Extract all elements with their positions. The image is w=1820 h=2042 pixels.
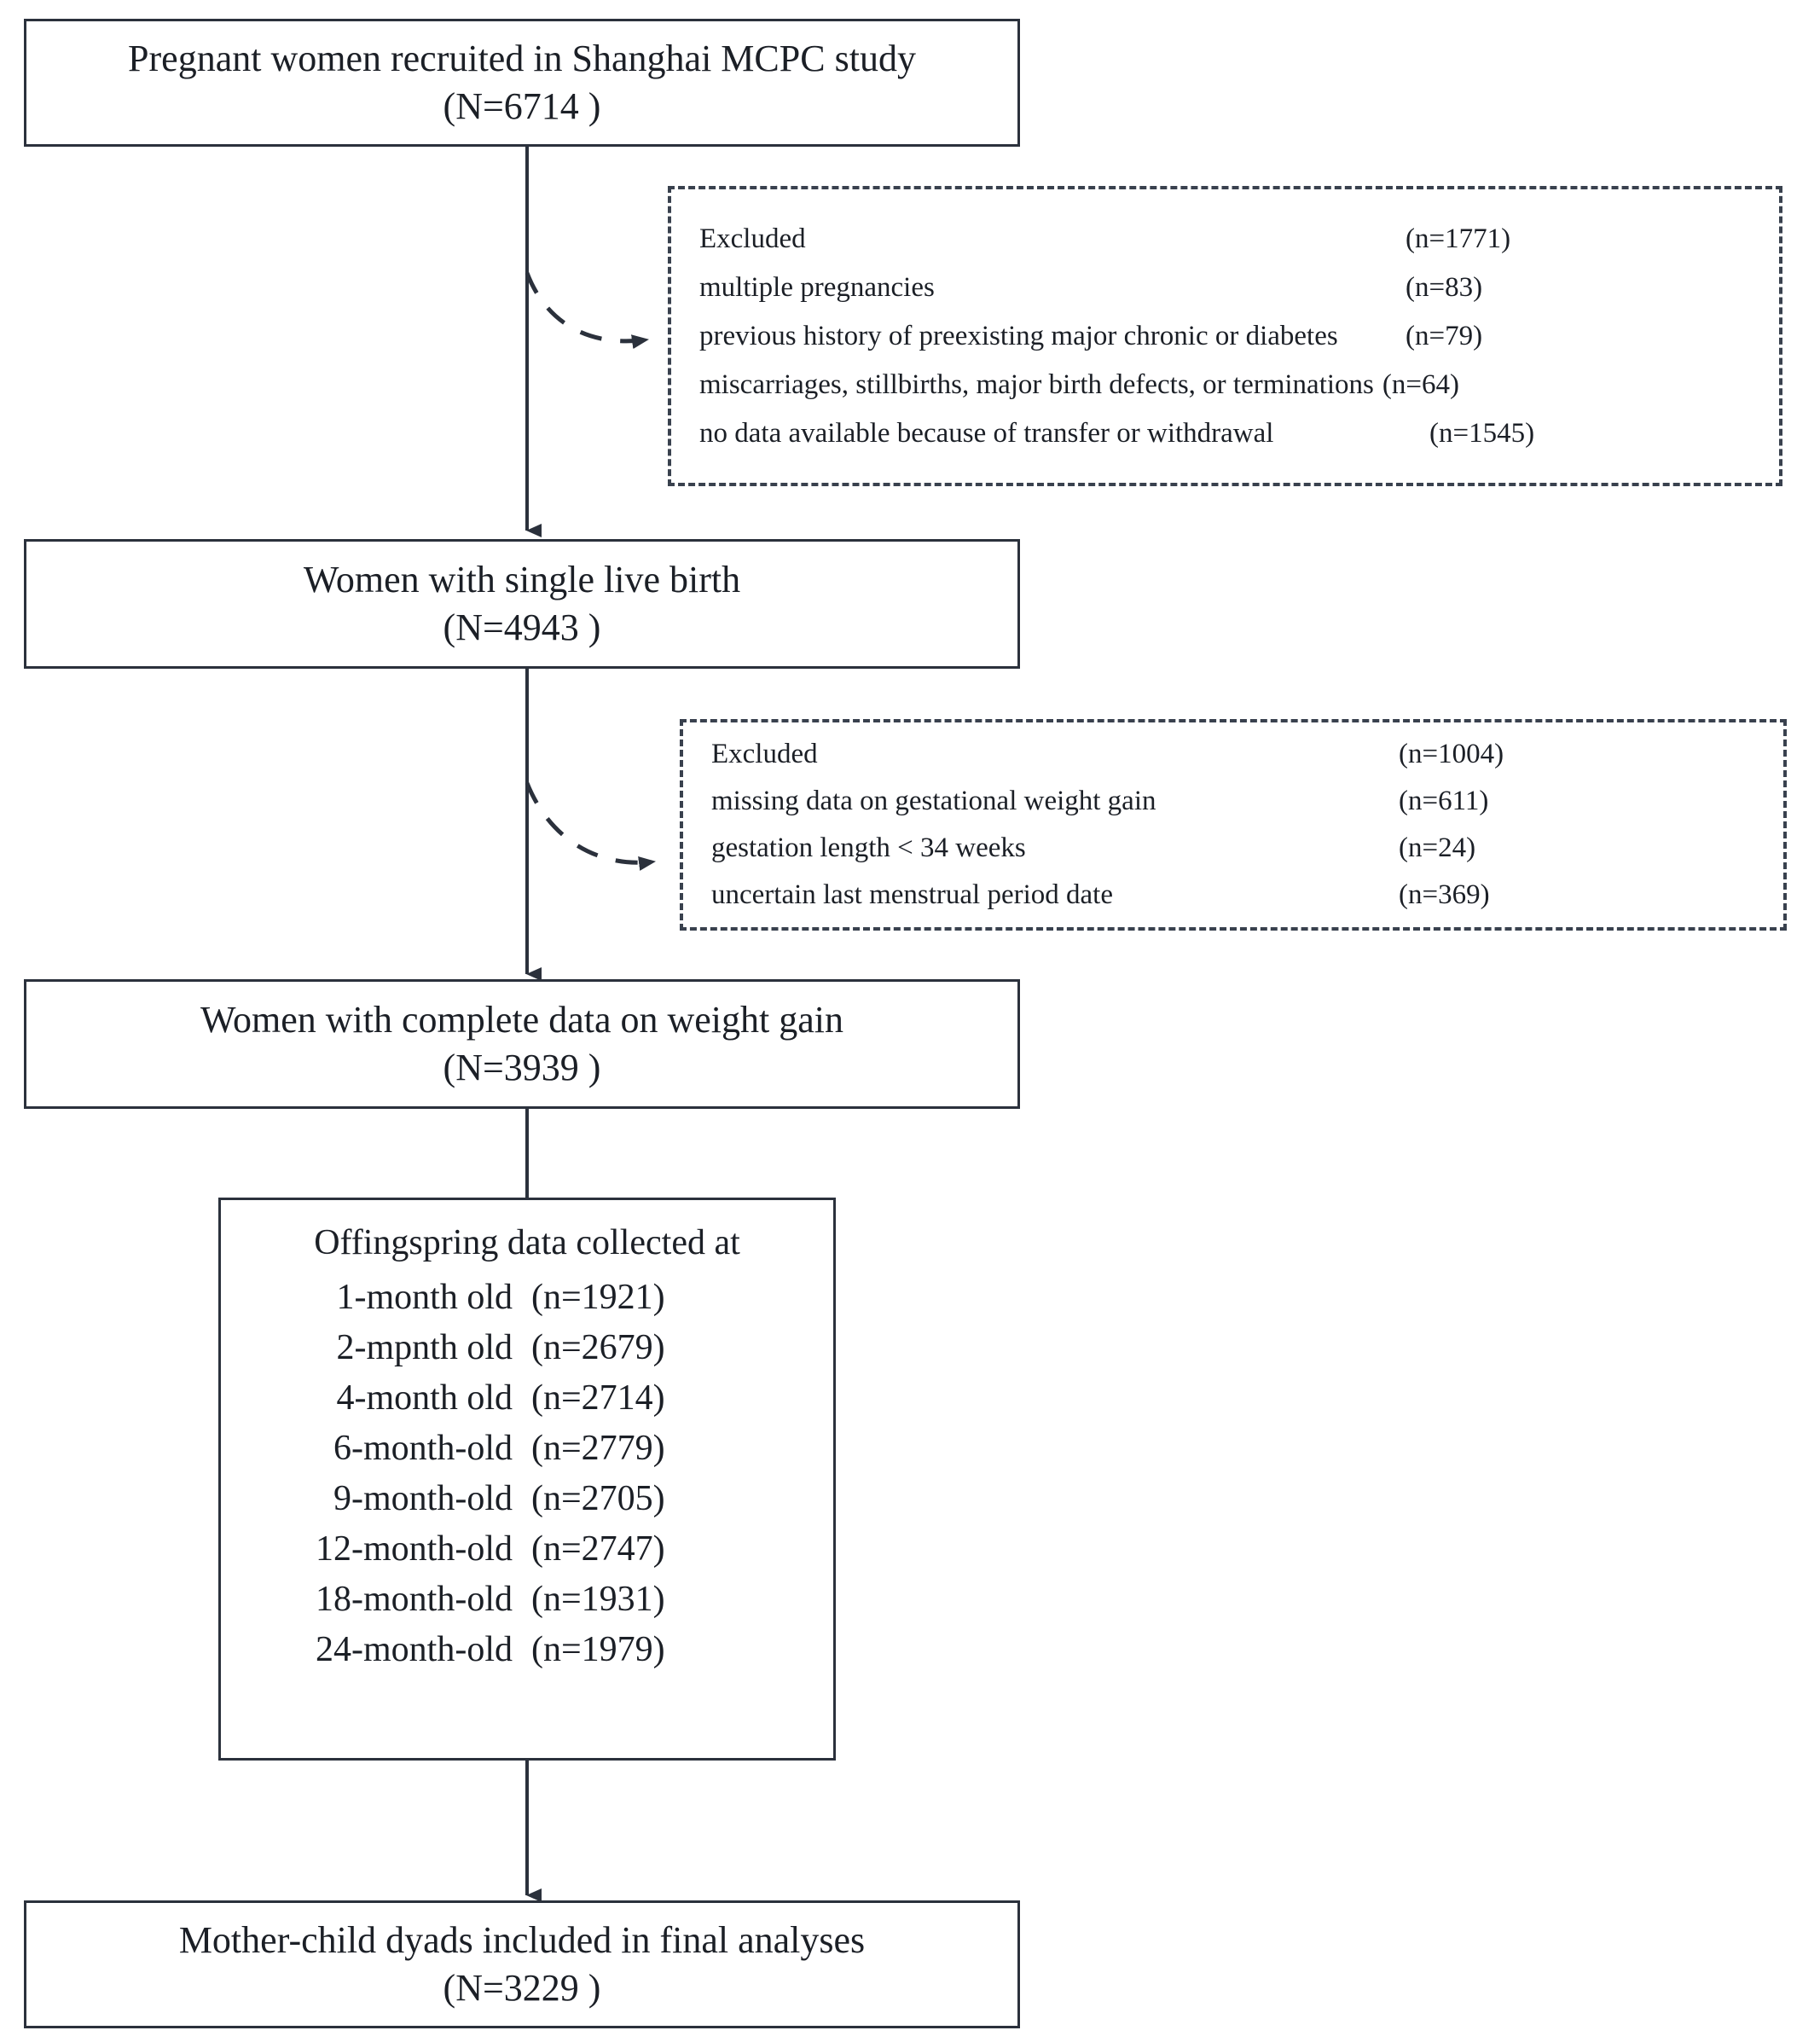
exclusion-1-label-2: previous history of preexisting major ch… xyxy=(699,320,1338,351)
offspring-row-2: 4-month old (n=2714) xyxy=(284,1378,833,1418)
node-final-analyses: Mother-child dyads included in final ana… xyxy=(24,1900,1020,2028)
offspring-count-6: (n=1931) xyxy=(531,1580,665,1619)
exclusion-1-count-0: (n=1771) xyxy=(1406,223,1511,254)
node-complete-weight-gain-line2: (N=3939 ) xyxy=(443,1047,601,1088)
dashed-branch-exclusion-2 xyxy=(525,782,656,871)
exclusion-2-row-3: uncertain last menstrual period date (n=… xyxy=(711,879,1783,911)
exclusion-2-label-2: gestation length < 34 weeks xyxy=(711,832,1026,863)
offspring-row-4: 9-month-old (n=2705) xyxy=(284,1478,833,1519)
offspring-age-7: 24-month-old xyxy=(316,1630,513,1669)
exclusion-2-count-2: (n=24) xyxy=(1399,832,1476,863)
offspring-age-2: 4-month old xyxy=(336,1378,513,1418)
offspring-count-5: (n=2747) xyxy=(531,1529,665,1569)
node-single-live-birth: Women with single live birth (N=4943 ) xyxy=(24,539,1020,669)
exclusion-box-2: Excluded (n=1004) missing data on gestat… xyxy=(680,719,1787,931)
node-complete-weight-gain: Women with complete data on weight gain … xyxy=(24,979,1020,1109)
node-single-live-birth-line1: Women with single live birth xyxy=(303,558,741,600)
exclusion-2-label-1: missing data on gestational weight gain xyxy=(711,786,1156,816)
node-recruited: Pregnant women recruited in Shanghai MCP… xyxy=(24,19,1020,147)
node-recruited-line1: Pregnant women recruited in Shanghai MCP… xyxy=(128,37,916,79)
node-offspring-data: Offingspring data collected at 1-month o… xyxy=(218,1198,836,1761)
offspring-row-3: 6-month-old (n=2779) xyxy=(284,1428,833,1469)
offspring-count-3: (n=2779) xyxy=(531,1429,665,1468)
node-final-analyses-line1: Mother-child dyads included in final ana… xyxy=(178,1918,866,1961)
offspring-age-6: 18-month-old xyxy=(316,1580,513,1619)
exclusion-box-1: Excluded (n=1771) multiple pregnancies (… xyxy=(668,186,1782,486)
exclusion-2-count-3: (n=369) xyxy=(1399,879,1490,910)
node-complete-weight-gain-line1: Women with complete data on weight gain xyxy=(200,998,844,1041)
exclusion-1-label-4: no data available because of transfer or… xyxy=(699,417,1274,449)
node-single-live-birth-line2: (N=4943 ) xyxy=(443,606,601,648)
exclusion-1-label-0: Excluded xyxy=(699,223,806,254)
offspring-age-5: 12-month-old xyxy=(316,1529,513,1569)
exclusion-1-row-3: miscarriages, stillbirths, major birth d… xyxy=(699,369,1779,401)
offspring-age-0: 1-month old xyxy=(336,1278,513,1317)
offspring-count-1: (n=2679) xyxy=(531,1328,665,1367)
exclusion-1-count-4: (n=1545) xyxy=(1429,417,1535,449)
exclusion-2-row-2: gestation length < 34 weeks (n=24) xyxy=(711,832,1783,864)
exclusion-1-row-2: previous history of preexisting major ch… xyxy=(699,321,1779,352)
exclusion-1-count-2: (n=79) xyxy=(1406,320,1483,351)
exclusion-2-row-0: Excluded (n=1004) xyxy=(711,739,1783,770)
offspring-age-4: 9-month-old xyxy=(333,1479,513,1518)
offspring-row-6: 18-month-old (n=1931) xyxy=(284,1579,833,1620)
exclusion-1-count-3: (n=64) xyxy=(1382,368,1459,400)
node-final-analyses-line2: (N=3229 ) xyxy=(443,1967,601,2009)
node-recruited-line2: (N=6714 ) xyxy=(443,85,601,127)
exclusion-1-row-4: no data available because of transfer or… xyxy=(699,418,1779,450)
offspring-title: Offingspring data collected at xyxy=(314,1223,740,1262)
offspring-row-0: 1-month old (n=1921) xyxy=(284,1277,833,1318)
offspring-count-4: (n=2705) xyxy=(531,1479,665,1518)
exclusion-2-row-1: missing data on gestational weight gain … xyxy=(711,786,1783,817)
exclusion-1-row-0: Excluded (n=1771) xyxy=(699,223,1779,255)
offspring-row-5: 12-month-old (n=2747) xyxy=(284,1529,833,1569)
dashed-branch-exclusion-1 xyxy=(525,272,649,350)
offspring-row-1: 2-mpnth old (n=2679) xyxy=(284,1327,833,1368)
exclusion-1-row-1: multiple pregnancies (n=83) xyxy=(699,272,1779,304)
offspring-count-2: (n=2714) xyxy=(531,1378,665,1418)
offspring-age-3: 6-month-old xyxy=(333,1429,513,1468)
offspring-count-0: (n=1921) xyxy=(531,1278,665,1317)
offspring-row-7: 24-month-old (n=1979) xyxy=(284,1629,833,1670)
offspring-age-1: 2-mpnth old xyxy=(336,1328,513,1367)
exclusion-2-count-0: (n=1004) xyxy=(1399,739,1504,769)
exclusion-2-label-0: Excluded xyxy=(711,739,818,769)
offspring-count-7: (n=1979) xyxy=(531,1630,665,1669)
exclusion-2-label-3: uncertain last menstrual period date xyxy=(711,879,1113,910)
exclusion-1-count-1: (n=83) xyxy=(1406,271,1483,303)
exclusion-2-count-1: (n=611) xyxy=(1399,786,1489,816)
exclusion-1-label-3: miscarriages, stillbirths, major birth d… xyxy=(699,368,1374,400)
exclusion-1-label-1: multiple pregnancies xyxy=(699,271,935,303)
